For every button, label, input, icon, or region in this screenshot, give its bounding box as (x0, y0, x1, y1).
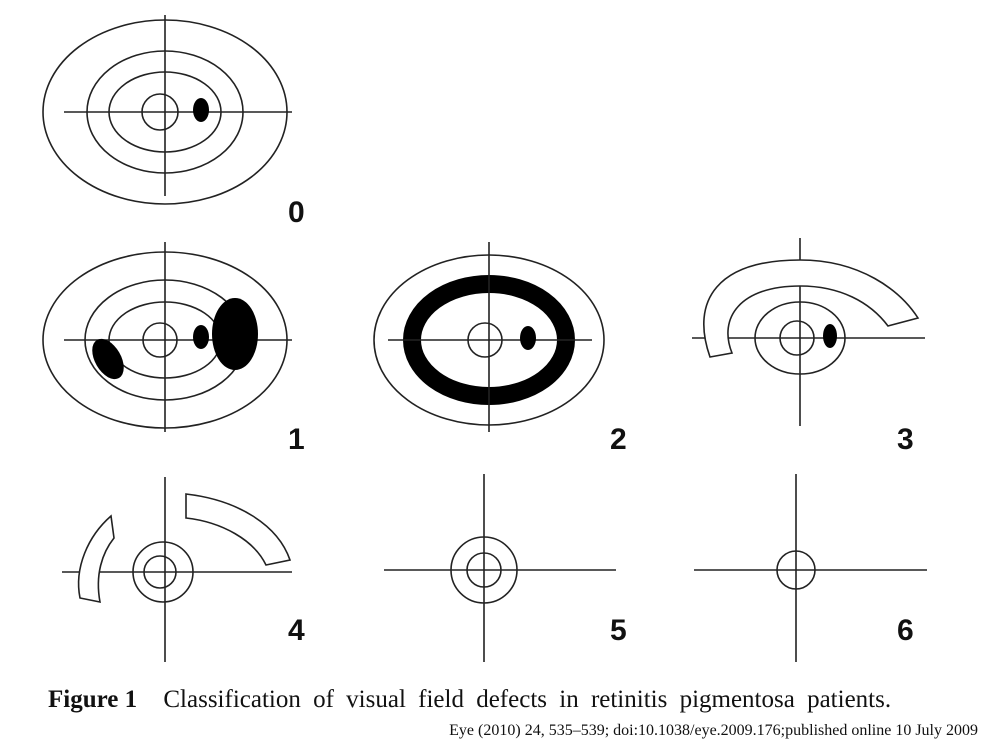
panel-1-visual-field (42, 242, 292, 432)
panel-3-visual-field (692, 238, 925, 426)
panel-number-1: 1 (288, 423, 305, 456)
caption-text: Classification of visual field defects i… (163, 686, 892, 713)
panel-number-0: 0 (288, 196, 305, 229)
scotoma-small (92, 338, 124, 380)
citation: Eye (2010) 24, 535–539; doi:10.1038/eye.… (449, 722, 978, 739)
figure-caption: Figure 1 Classification of visual field … (48, 686, 978, 714)
panel-5-visual-field (384, 474, 616, 662)
panel-6-visual-field (694, 474, 927, 662)
blind-spot (823, 324, 837, 348)
arc-residual-field-right (185, 493, 292, 566)
panel-4-visual-field (62, 477, 292, 662)
blind-spot (520, 326, 536, 350)
panel-number-2: 2 (610, 423, 627, 456)
caption-label: Figure 1 (48, 686, 138, 713)
arc-residual-field-left (77, 514, 115, 604)
scotoma-large (212, 298, 258, 370)
panel-0-visual-field (42, 15, 292, 205)
blind-spot (193, 98, 209, 122)
blind-spot (193, 325, 209, 349)
panel-number-3: 3 (897, 423, 914, 456)
arc-residual-field (703, 259, 920, 358)
panel-number-6: 6 (897, 614, 914, 647)
panel-2-visual-field (373, 242, 605, 432)
figure-diagrams: 0 1 2 3 4 5 6 (42, 15, 927, 662)
panel-number-5: 5 (610, 614, 627, 647)
panel-number-4: 4 (288, 614, 305, 647)
